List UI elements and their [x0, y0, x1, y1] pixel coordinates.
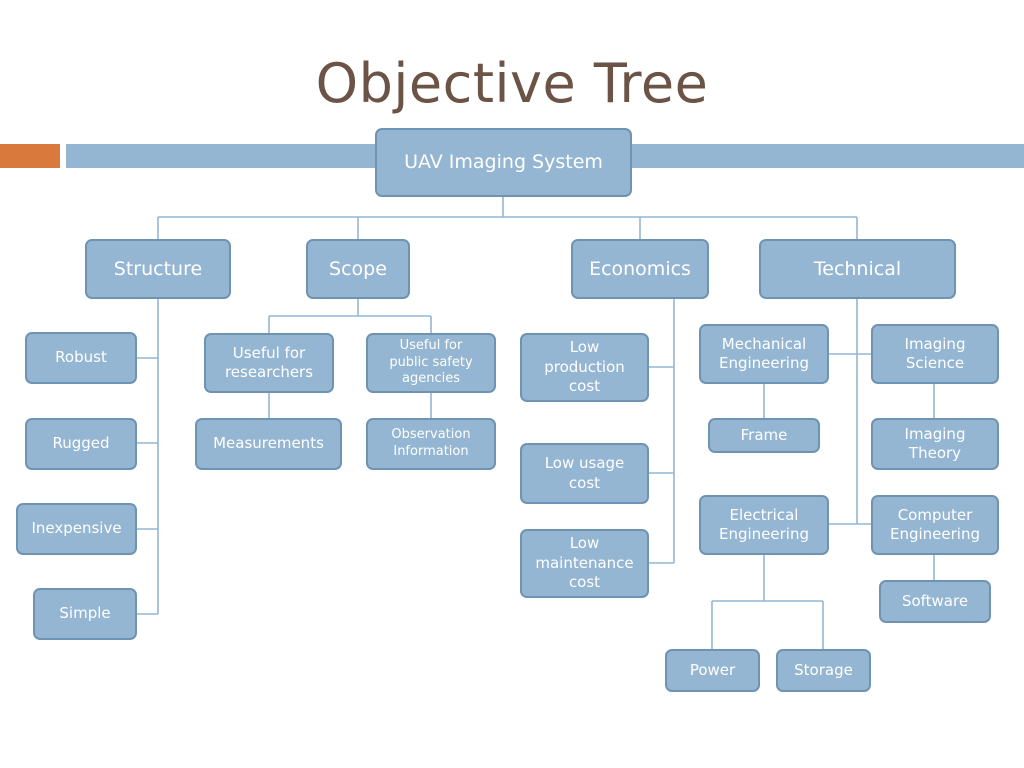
- node-inexpensive: Inexpensive: [16, 503, 137, 555]
- node-frame: Frame: [708, 418, 820, 453]
- node-low-maintenance-cost: Low maintenance cost: [520, 529, 649, 598]
- node-structure: Structure: [85, 239, 231, 299]
- node-useful-for-public-safety: Useful for public safety agencies: [366, 333, 496, 393]
- node-technical: Technical: [759, 239, 956, 299]
- node-low-maintenance-cost-label: Low maintenance cost: [535, 534, 634, 592]
- node-storage: Storage: [776, 649, 871, 692]
- node-power: Power: [665, 649, 760, 692]
- node-inexpensive-label: Inexpensive: [31, 519, 122, 538]
- node-mechanical-engineering-label: Mechanical Engineering: [719, 334, 809, 373]
- node-economics: Economics: [571, 239, 709, 299]
- node-storage-label: Storage: [794, 660, 853, 679]
- node-low-production-cost: Low production cost: [520, 333, 649, 402]
- node-observation-information-label: Observation Information: [391, 427, 471, 459]
- node-software-label: Software: [901, 591, 969, 610]
- node-measurements-label: Measurements: [213, 434, 324, 453]
- node-scope-label: Scope: [329, 257, 387, 280]
- node-observation-information: Observation Information: [366, 418, 496, 470]
- node-frame-label: Frame: [740, 425, 788, 444]
- node-software: Software: [879, 580, 991, 623]
- node-imaging-theory: Imaging Theory: [871, 418, 999, 470]
- node-power-label: Power: [689, 660, 736, 679]
- node-simple-label: Simple: [59, 604, 111, 623]
- node-low-usage-cost-label: Low usage cost: [544, 454, 625, 492]
- node-useful-for-researchers-label: Useful for researchers: [224, 343, 314, 382]
- node-electrical-engineering: Electrical Engineering: [699, 495, 829, 555]
- node-imaging-science: Imaging Science: [871, 324, 999, 384]
- node-low-usage-cost: Low usage cost: [520, 443, 649, 504]
- node-imaging-theory-label: Imaging Theory: [904, 424, 966, 463]
- node-economics-label: Economics: [589, 257, 691, 280]
- node-useful-for-public-safety-label: Useful for public safety agencies: [389, 337, 473, 387]
- node-useful-for-researchers: Useful for researchers: [204, 333, 334, 393]
- node-root-label: UAV Imaging System: [404, 151, 603, 174]
- node-root: UAV Imaging System: [375, 128, 632, 197]
- node-computer-engineering: Computer Engineering: [871, 495, 999, 555]
- node-technical-label: Technical: [813, 257, 902, 280]
- node-robust: Robust: [25, 332, 137, 384]
- node-mechanical-engineering: Mechanical Engineering: [699, 324, 829, 384]
- node-electrical-engineering-label: Electrical Engineering: [719, 505, 809, 544]
- node-rugged: Rugged: [25, 418, 137, 470]
- node-measurements: Measurements: [195, 418, 342, 470]
- node-imaging-science-label: Imaging Science: [904, 334, 966, 373]
- accent-bar-orange: [0, 144, 60, 168]
- node-scope: Scope: [306, 239, 410, 299]
- node-low-production-cost-label: Low production cost: [544, 338, 625, 396]
- slide-title: Objective Tree: [315, 52, 709, 115]
- node-structure-label: Structure: [113, 257, 203, 280]
- node-robust-label: Robust: [55, 348, 107, 367]
- node-computer-engineering-label: Computer Engineering: [890, 505, 980, 544]
- node-rugged-label: Rugged: [52, 434, 110, 453]
- node-simple: Simple: [33, 588, 137, 640]
